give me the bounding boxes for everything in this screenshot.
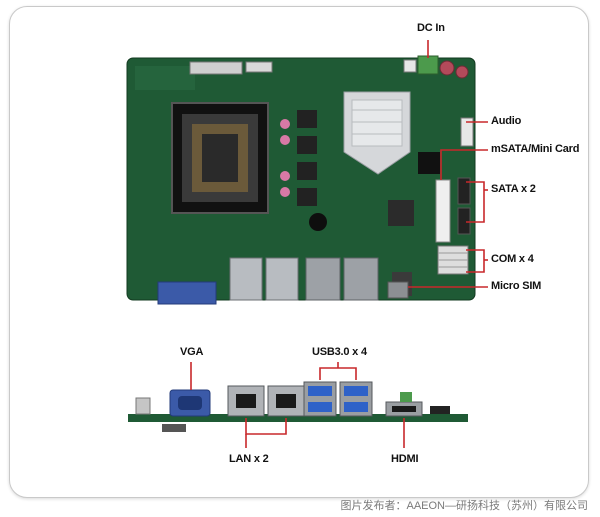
label-usb: USB3.0 x 4 xyxy=(312,346,367,358)
label-com: COM x 4 xyxy=(491,253,534,265)
label-dc-in: DC In xyxy=(417,22,445,34)
board-side-view xyxy=(128,381,468,432)
board-top-view xyxy=(126,55,476,305)
callout-lines-top xyxy=(408,40,488,288)
publisher-caption: 图片发布者：AAEON—研扬科技（苏州）有限公司 xyxy=(340,500,588,512)
label-vga: VGA xyxy=(180,346,204,358)
label-lan: LAN x 2 xyxy=(229,453,269,465)
label-hdmi: HDMI xyxy=(391,453,419,465)
chipset-heatsink xyxy=(343,91,411,175)
label-audio: Audio xyxy=(491,115,522,127)
label-micro-sim: Micro SIM xyxy=(491,280,542,292)
label-msata: mSATA/Mini Card xyxy=(491,143,580,155)
label-sata: SATA x 2 xyxy=(491,183,536,195)
cpu-socket xyxy=(171,102,269,214)
callout-lines-side xyxy=(190,362,405,448)
